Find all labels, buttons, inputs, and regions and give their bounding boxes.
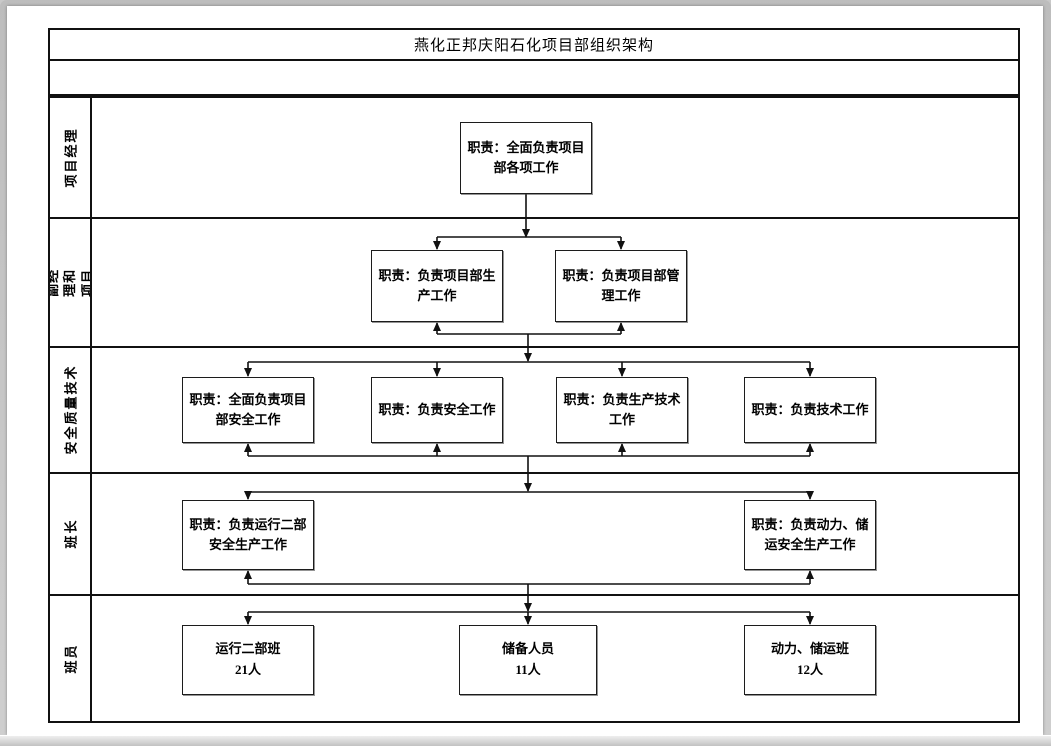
row-label-safety-quality-tech: 安全质量技术 bbox=[63, 364, 79, 455]
row-team-members: 班员 bbox=[50, 595, 1018, 721]
org-box-crew-unit2: 运行二部班 21人 bbox=[182, 625, 314, 695]
crew-count: 12人 bbox=[796, 662, 823, 677]
org-box-monitor-power-storage: 职责：负责动力、储运安全生产工作 bbox=[744, 500, 876, 570]
org-box-production-tech-officer: 职责：负责生产技术工作 bbox=[556, 377, 688, 443]
org-box-monitor-unit2: 职责：负责运行二部安全生产工作 bbox=[182, 500, 314, 570]
row-label-team-leader: 班长 bbox=[63, 518, 79, 549]
empty-band bbox=[48, 61, 1020, 96]
org-box-deputy-production: 职责：负责项目部生产工作 bbox=[371, 250, 503, 322]
crew-name: 储备人员 bbox=[501, 641, 554, 657]
org-box-tech-officer: 职责：负责技术工作 bbox=[744, 377, 876, 443]
org-box-crew-power-storage: 动力、储运班 12人 bbox=[744, 625, 876, 695]
org-box-safety-lead: 职责：全面负责项目部安全工作 bbox=[182, 377, 314, 443]
title-band: 燕化正邦庆阳石化项目部组织架构 bbox=[48, 28, 1020, 61]
org-box-project-manager: 职责：全面负责项目部各项工作 bbox=[460, 122, 592, 194]
bottom-strip bbox=[0, 735, 1051, 746]
org-box-crew-reserve: 储备人员 11人 bbox=[459, 625, 597, 695]
crew-name: 动力、储运班 bbox=[770, 641, 849, 657]
row-deputy-managers: 项目副经理和项目管理 bbox=[50, 219, 1018, 349]
crew-name: 运行二部班 bbox=[215, 641, 281, 657]
row-label-project-manager: 项目经理 bbox=[63, 127, 79, 188]
org-box-safety-officer: 职责：负责安全工作 bbox=[371, 377, 503, 443]
row-label-deputy-managers: 项目副经理和项目管理 bbox=[50, 268, 92, 297]
page-title: 燕化正邦庆阳石化项目部组织架构 bbox=[413, 38, 654, 54]
row-label-team-members: 班员 bbox=[63, 643, 79, 674]
crew-count: 11人 bbox=[515, 662, 541, 677]
org-box-deputy-management: 职责：负责项目部管理工作 bbox=[555, 250, 687, 322]
crew-count: 21人 bbox=[234, 662, 261, 677]
